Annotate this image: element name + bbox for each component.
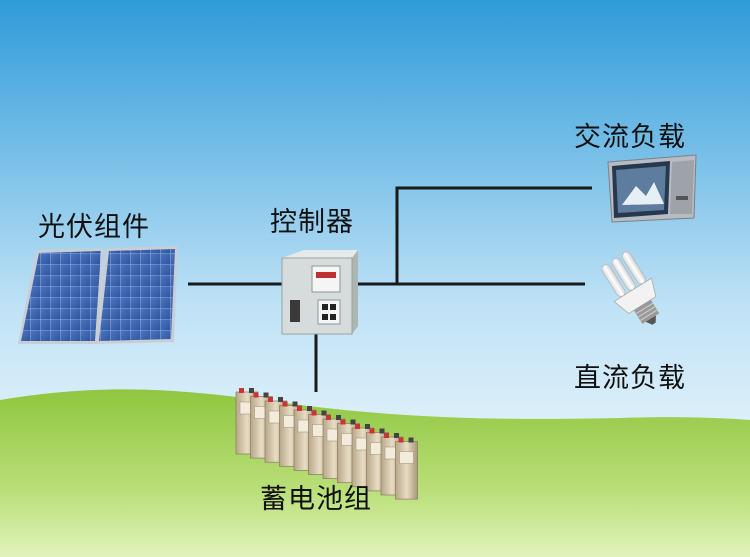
- wiring: [188, 186, 592, 392]
- battery-bank-label: 蓄电池组: [260, 484, 372, 515]
- ac-load-label: 交流负载: [574, 122, 686, 153]
- solar-panel-icon: [18, 246, 178, 344]
- energy-saving-bulb-icon: [601, 251, 660, 325]
- battery-cell: [395, 437, 418, 500]
- controller-label: 控制器: [270, 207, 354, 238]
- controller-icon: [281, 250, 358, 335]
- wire-controller-ac-load: [395, 186, 592, 284]
- tv-icon: [607, 154, 697, 223]
- dc-load-label: 直流负载: [574, 363, 686, 394]
- solar-panel-label: 光伏组件: [38, 212, 150, 243]
- battery-bank-icon: [235, 388, 418, 500]
